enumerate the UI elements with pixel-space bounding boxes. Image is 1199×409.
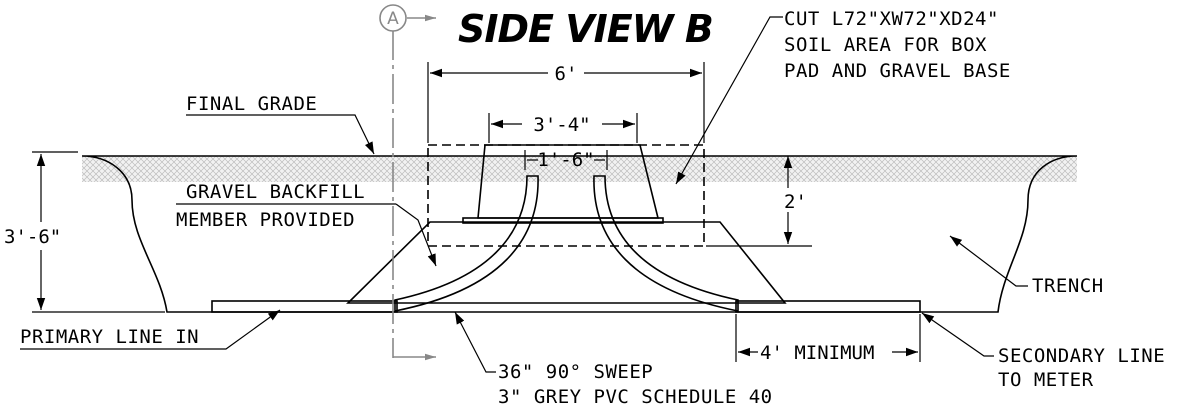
secondary-line-label1: SECONDARY LINE [998, 345, 1165, 367]
secondary-line-pipe [735, 300, 921, 313]
gravel-backfill-label: GRAVEL BACKFILL [186, 181, 365, 203]
sweep-note-line2: 3" GREY PVC SCHEDULE 40 [498, 386, 773, 408]
member-provided-label: MEMBER PROVIDED [176, 209, 355, 231]
cut-note-line2: SOIL AREA FOR BOX [784, 34, 987, 56]
final-grade-label: FINAL GRADE [186, 93, 317, 115]
view-title: SIDE VIEW B [458, 7, 713, 51]
cut-note-line1: CUT L72"XW72"XD24" [784, 8, 999, 30]
dim-trench-depth: 3'-6" [4, 226, 61, 248]
section-marker [379, 4, 407, 32]
trench-label: TRENCH [1032, 275, 1104, 297]
secondary-line-leader [921, 312, 994, 357]
sweep-pipe-left [394, 175, 539, 312]
secondary-line-label2: TO METER [998, 369, 1094, 391]
primary-line-pipe [211, 300, 398, 313]
trench-outline [81, 155, 1078, 313]
cut-note-leader [675, 16, 783, 185]
sweep-note-leader [454, 311, 496, 373]
section-marker-label: A [387, 9, 399, 29]
final-grade-soil-band [82, 156, 1077, 182]
dim-box-width: 3'-4" [533, 114, 590, 136]
trench-leader [949, 235, 1028, 287]
dim-overall-width: 6' [555, 63, 578, 85]
primary-line-label: PRIMARY LINE IN [20, 326, 199, 348]
cut-note-line3: PAD AND GRAVEL BASE [784, 60, 1011, 82]
sweep-note-line1: 36" 90° SWEEP [498, 361, 653, 383]
box-pad [462, 217, 664, 224]
cut-soil-area [427, 144, 705, 247]
primary-line-leader [20, 309, 281, 350]
dim-depth: 2' [784, 191, 807, 213]
dim-minimum: 4' MINIMUM [760, 342, 874, 364]
dim-sweep-spacing: 1'-6" [537, 149, 594, 171]
sweep-pipe-right [593, 175, 739, 312]
gravel-backfill-leader [395, 203, 437, 267]
gravel-base [346, 221, 787, 304]
final-grade-leader [186, 114, 375, 155]
